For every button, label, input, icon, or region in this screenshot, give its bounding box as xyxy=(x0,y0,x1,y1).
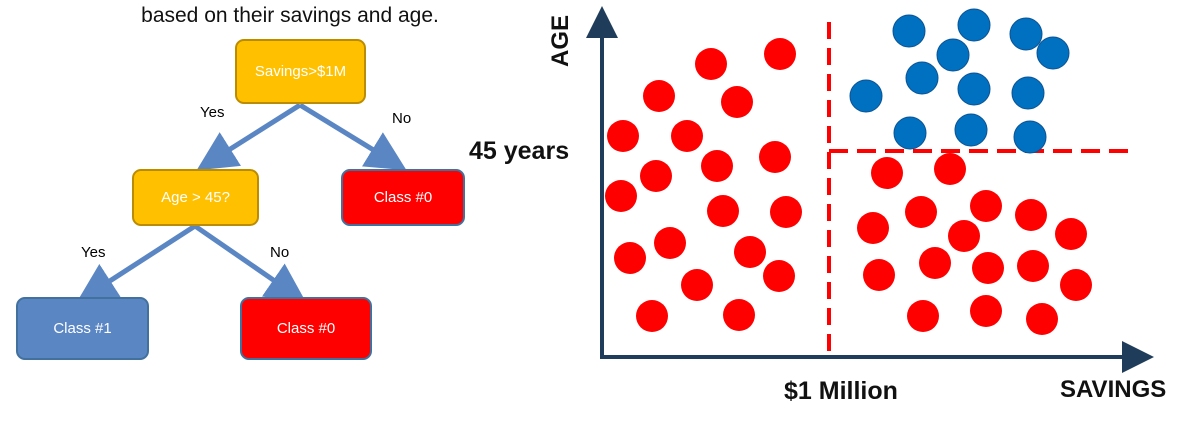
red-point xyxy=(1015,199,1047,231)
node-age-mid-label: Age > 45? xyxy=(161,189,230,206)
red-point xyxy=(1060,269,1092,301)
edge-root-yes xyxy=(196,102,302,171)
age-threshold-label: 45 years xyxy=(469,137,570,165)
node-savings-root-label: Savings>$1M xyxy=(254,63,347,80)
edge-label-no: No xyxy=(392,110,412,127)
red-point xyxy=(763,260,795,292)
blue-point xyxy=(1011,76,1045,110)
red-point xyxy=(1017,250,1049,282)
red-point xyxy=(681,269,713,301)
red-point xyxy=(605,180,637,212)
red-point xyxy=(948,220,980,252)
red-point xyxy=(734,236,766,268)
node-class1-leaf: Class #1 xyxy=(16,297,149,360)
red-point xyxy=(721,86,753,118)
red-point xyxy=(1055,218,1087,250)
red-point xyxy=(654,227,686,259)
red-point xyxy=(643,80,675,112)
x-axis-label: SAVINGS xyxy=(1060,376,1167,403)
red-point xyxy=(970,190,1002,222)
node-savings-root: Savings>$1M xyxy=(235,39,366,104)
blue-point xyxy=(957,8,991,42)
red-point xyxy=(970,295,1002,327)
node-age-mid: Age > 45? xyxy=(132,169,259,226)
blue-point xyxy=(954,113,988,147)
red-point xyxy=(972,252,1004,284)
red-point xyxy=(614,242,646,274)
red-point xyxy=(863,259,895,291)
red-point xyxy=(764,38,796,70)
node-class0-top-label: Class #0 xyxy=(373,189,433,206)
red-point xyxy=(671,120,703,152)
savings-threshold-label: $1 Million xyxy=(784,377,898,405)
red-point xyxy=(857,212,889,244)
red-point xyxy=(871,157,903,189)
edge-root-no xyxy=(298,102,407,171)
red-point xyxy=(770,196,802,228)
red-point xyxy=(607,120,639,152)
edge-label-no-2: No xyxy=(270,244,290,261)
y-axis-label: AGE xyxy=(547,14,574,67)
blue-point xyxy=(1036,36,1070,70)
red-point xyxy=(759,141,791,173)
blue-point xyxy=(905,61,939,95)
red-point xyxy=(907,300,939,332)
red-point xyxy=(919,247,951,279)
red-point xyxy=(636,300,668,332)
red-point xyxy=(640,160,672,192)
figure-caption: based on their savings and age. xyxy=(141,4,439,27)
blue-point xyxy=(1009,17,1043,51)
red-point xyxy=(723,299,755,331)
blue-point xyxy=(892,14,926,48)
blue-point xyxy=(893,116,927,150)
node-class0-leaf-label: Class #0 xyxy=(276,320,336,337)
red-point xyxy=(707,195,739,227)
red-point xyxy=(1026,303,1058,335)
node-class0-leaf: Class #0 xyxy=(240,297,372,360)
red-point xyxy=(695,48,727,80)
blue-point xyxy=(1013,120,1047,154)
red-point xyxy=(701,150,733,182)
edge-mid-no xyxy=(193,223,307,303)
edge-label-yes: Yes xyxy=(200,104,225,121)
edge-mid-yes xyxy=(76,223,197,303)
blue-point xyxy=(849,79,883,113)
node-class1-leaf-label: Class #1 xyxy=(53,320,112,337)
node-class0-top: Class #0 xyxy=(341,169,465,226)
edge-label-yes-2: Yes xyxy=(81,244,106,261)
blue-point xyxy=(936,38,970,72)
red-point xyxy=(905,196,937,228)
red-point xyxy=(934,153,966,185)
blue-point xyxy=(957,72,991,106)
